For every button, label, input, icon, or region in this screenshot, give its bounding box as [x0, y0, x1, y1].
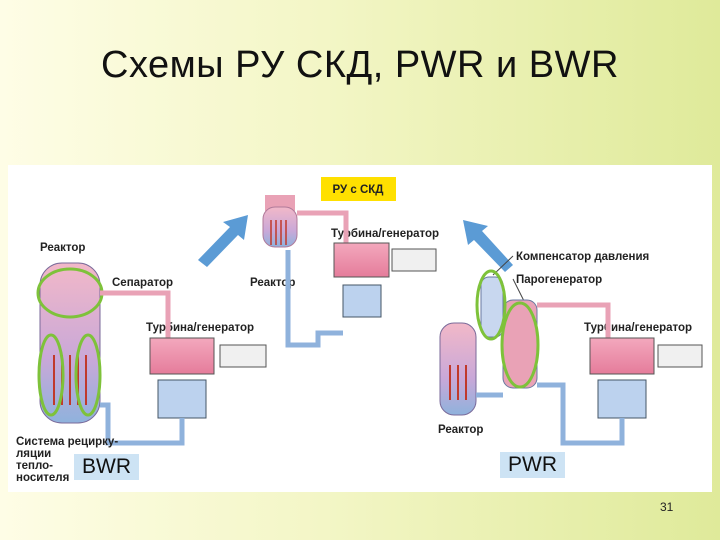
- bwr-hot-line: [100, 290, 171, 340]
- bwr-recirc-highlight-right: [74, 333, 102, 417]
- bwr-recirc-highlight-left: [37, 333, 65, 417]
- pwr-scheme: Компенсатор давления Парогенератор Реакт…: [438, 251, 703, 446]
- bwr-recirc-label-2: ляции: [16, 448, 51, 460]
- bwr-separator-label: Сепаратор: [112, 277, 173, 289]
- pwr-pressurizer-label: Компенсатор давления: [516, 251, 649, 263]
- pwr-generator: [657, 344, 703, 368]
- bwr-scheme: Реактор Сепаратор Турбина/генератор Сист…: [16, 242, 267, 484]
- bwr-turbine: [149, 337, 215, 375]
- skd-label: РУ с СКД: [333, 184, 384, 196]
- bwr-recirc-label-3: тепло-: [16, 460, 53, 472]
- skd-reactor-vessel: [262, 206, 298, 248]
- pwr-fuel-rods: [449, 365, 467, 400]
- skd-fuel-rods: [270, 220, 287, 245]
- skd-turbine-label: Турбина/генератор: [331, 228, 439, 240]
- bwr-recirc-label-1: Система рецирку-: [16, 436, 118, 448]
- skd-reactor-label: Реактор: [250, 277, 295, 289]
- bwr-turbine-label: Турбина/генератор: [146, 322, 254, 334]
- pwr-reactor-label: Реактор: [438, 424, 483, 436]
- bwr-reactor-label: Реактор: [40, 242, 85, 254]
- pwr-condenser: [597, 379, 647, 419]
- skd-scheme: РУ с СКД Реактор Турбина/генератор: [250, 177, 439, 348]
- diagram-panel: РУ с СКД Реактор Турбина/генератор Реакт…: [8, 165, 712, 492]
- arrow-pwr-to-skd-icon: [463, 220, 513, 272]
- arrow-bwr-to-skd-icon: [198, 215, 248, 267]
- skd-generator: [391, 248, 437, 272]
- pwr-turbine-label: Турбина/генератор: [584, 322, 692, 334]
- skd-cold-line: [285, 250, 343, 348]
- pwr-hot-line: [537, 302, 611, 340]
- slide-title: Схемы РУ СКД, PWR и BWR: [101, 44, 619, 86]
- pwr-cold-line: [537, 382, 625, 446]
- pwr-steam-generator-label: Парогенератор: [516, 274, 602, 286]
- bwr-recirc-label-4: носителя: [16, 472, 69, 484]
- bwr-generator: [219, 344, 267, 368]
- pwr-turbine: [589, 337, 655, 375]
- skd-turbine: [333, 242, 390, 278]
- bwr-tag: BWR: [74, 454, 139, 480]
- skd-hot-line: [297, 210, 349, 245]
- pwr-pressurizer: [480, 276, 504, 338]
- pwr-sg-highlight: [500, 301, 540, 389]
- bwr-cold-line: [100, 402, 185, 446]
- page-number: 31: [660, 500, 674, 514]
- bwr-condenser: [157, 379, 207, 419]
- pwr-tag: PWR: [500, 452, 565, 478]
- pwr-pressurizer-highlight: [475, 269, 507, 341]
- skd-condenser: [342, 284, 382, 318]
- skd-label-box: [321, 177, 396, 201]
- reactor-schemes-diagram: РУ с СКД Реактор Турбина/генератор Реакт…: [16, 177, 703, 484]
